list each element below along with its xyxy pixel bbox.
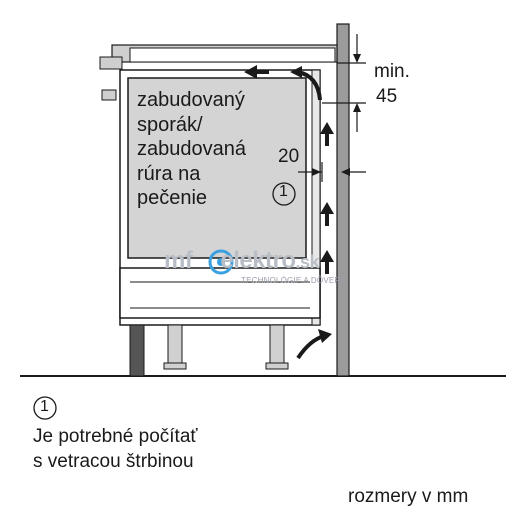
watermark-brand-left: mf (164, 247, 193, 274)
airflow-arrow-up (320, 202, 334, 226)
oven-label-line: sporák/ (137, 113, 203, 136)
airflow-top-arrowhead (290, 66, 302, 78)
airflow-inlet-arrowhead (318, 329, 332, 343)
units-label: rozmery v mm (348, 486, 469, 507)
airflow-arrow-up (320, 250, 334, 274)
note-marker: 1 (40, 398, 49, 415)
note-line: Je potrebné počítať (33, 426, 198, 447)
wall (336, 23, 350, 377)
note-callout-circle (33, 396, 57, 420)
oven-body (127, 77, 307, 259)
airflow-arrow-up (320, 122, 334, 146)
watermark-logo-dot (217, 258, 225, 266)
dimension-20 (298, 162, 366, 182)
airflow-arrows (244, 65, 334, 360)
leg-left (167, 324, 183, 366)
dimension-45-label: 45 (376, 86, 398, 107)
watermark-tagline: TECHNOLÓGIE A DÔVERA (241, 276, 346, 285)
oven-label-line: zabudovaný (137, 89, 245, 111)
cabinet-back-strip (311, 69, 321, 326)
oven-label-line: rúra na (137, 162, 201, 185)
dimension-min-label: min. (374, 61, 410, 82)
ventilation-note: Je potrebné počítať s vetracou štrbinou (33, 424, 198, 474)
watermark-brand-right: elektro (220, 247, 296, 274)
callout-circle (272, 182, 296, 206)
oven-label-line: zabudovaná (137, 138, 246, 160)
cooktop-glass (129, 47, 336, 63)
oven-label-line: pečenie (137, 187, 208, 209)
oven-knob (101, 89, 117, 101)
airflow-arrow-left (244, 65, 257, 79)
note-line: s vetracou štrbinou (33, 451, 194, 472)
leg-right (269, 324, 285, 366)
watermark-brand-tld: .sk (295, 252, 320, 272)
dimension-45 (322, 34, 366, 132)
callout-marker: 1 (279, 183, 288, 200)
drawer (119, 267, 321, 319)
oven-label: zabudovaný sporák/ zabudovaná rúra na pe… (137, 88, 307, 211)
watermark-logo: mf elektro.sk (164, 247, 320, 275)
dimension-20-label: 20 (278, 146, 300, 167)
countertop-front-edge (99, 56, 123, 70)
airflow-inlet-arrow (296, 334, 325, 360)
watermark-logo-ring (208, 249, 234, 275)
plinth-panel (129, 324, 145, 377)
leg-right-foot (265, 362, 289, 370)
leg-left-foot (163, 362, 187, 370)
